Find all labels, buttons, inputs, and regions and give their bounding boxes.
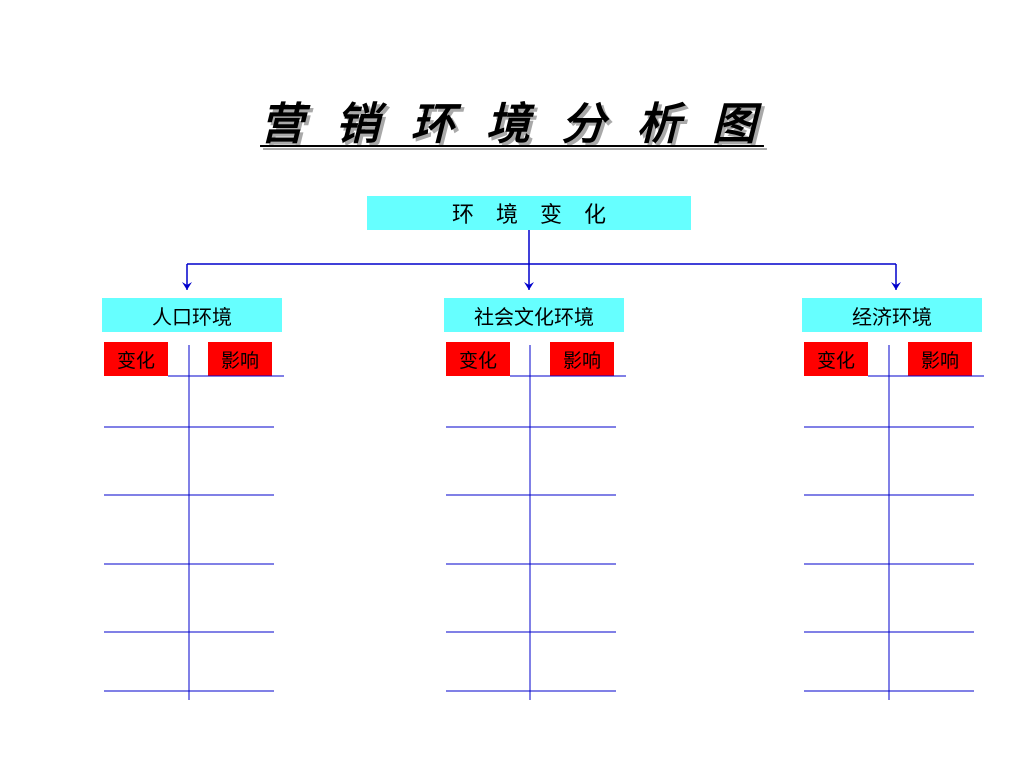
table-grid-population <box>104 345 284 700</box>
impact-tag-economy: 影响 <box>908 342 972 376</box>
branch-node-social-culture: 社会文化环境 <box>444 298 624 332</box>
table-grid-social-culture <box>446 345 626 700</box>
branch-node-economy: 经济环境 <box>802 298 982 332</box>
impact-tag-population: 影响 <box>208 342 272 376</box>
change-tag-population: 变化 <box>104 342 168 376</box>
page-title: 营 销 环 境 分 析 图 <box>260 99 764 150</box>
change-tag-economy: 变化 <box>804 342 868 376</box>
root-node-environment-change: 环 境 变 化 <box>367 196 691 230</box>
impact-tag-social-culture: 影响 <box>550 342 614 376</box>
branch-node-population: 人口环境 <box>102 298 282 332</box>
table-grid-economy <box>804 345 984 700</box>
change-tag-social-culture: 变化 <box>446 342 510 376</box>
